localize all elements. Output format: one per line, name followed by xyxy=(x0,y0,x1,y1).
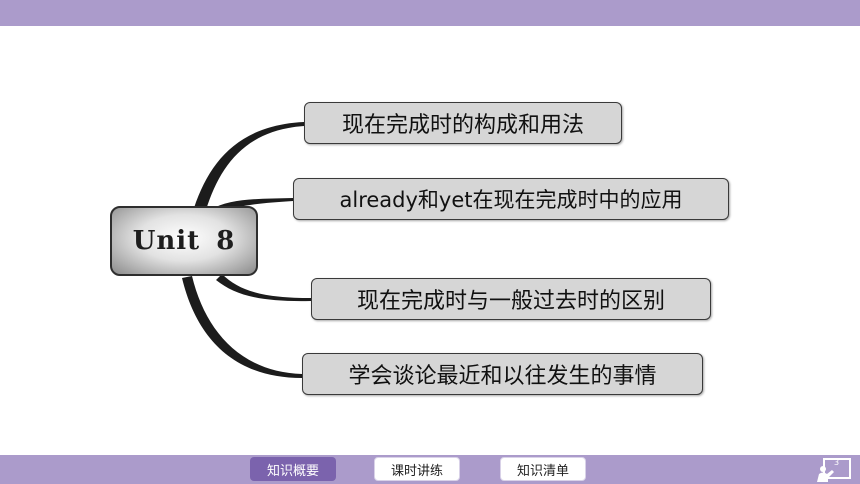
nav-tab-lesson-practice[interactable]: 课时讲练 xyxy=(374,457,460,481)
branch-node-2: already和yet在现在完成时中的应用 xyxy=(293,178,729,220)
nav-tab-summary[interactable]: 知识概要 xyxy=(250,457,336,481)
connector-branch-2 xyxy=(210,198,293,213)
mindmap-connectors xyxy=(182,122,311,378)
connector-branch-3 xyxy=(216,274,311,302)
center-label: Unit 8 xyxy=(132,226,236,256)
connector-branch-4 xyxy=(182,276,302,378)
branch-node-4: 学会谈论最近和以往发生的事情 xyxy=(302,353,703,395)
branch-node-1: 现在完成时的构成和用法 xyxy=(304,102,622,144)
mindmap: Unit 8 现在完成时的构成和用法 already和yet在现在完成时中的应用… xyxy=(110,102,729,395)
page-number: 3 xyxy=(834,458,840,467)
mindmap-center-node: Unit 8 xyxy=(110,206,258,276)
nav-tab-knowledge-list[interactable]: 知识清单 xyxy=(500,457,586,481)
top-banner xyxy=(0,0,860,26)
connector-branch-1 xyxy=(194,122,304,210)
presenter-board-icon[interactable] xyxy=(814,456,854,483)
branch-node-3: 现在完成时与一般过去时的区别 xyxy=(311,278,711,320)
